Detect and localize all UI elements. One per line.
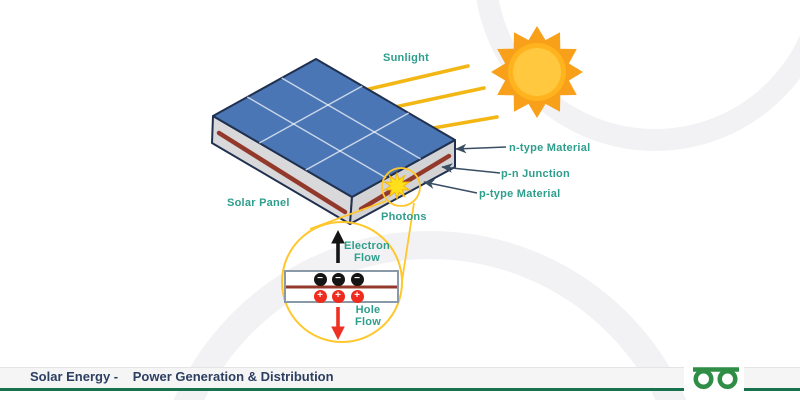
footer-title-prefix: Solar Energy -: [30, 369, 119, 384]
hole-flow-line2: Flow: [354, 316, 382, 328]
photons-label: Photons: [381, 211, 427, 223]
footer-title: Solar Energy - Power Generation & Distri…: [30, 369, 334, 384]
gfg-logo-icon: [693, 367, 739, 389]
hole-dot: +: [350, 289, 364, 303]
background-swoosh: [476, 0, 800, 151]
hole-dot: +: [313, 289, 327, 303]
solar-panel-label: Solar Panel: [227, 197, 290, 209]
solar-panel-graphic: [211, 58, 456, 225]
panel-grid-lines: [246, 77, 422, 179]
background-swoosh: [173, 231, 687, 400]
sun-icon: [491, 26, 583, 118]
panel-top-face: [212, 58, 456, 198]
photon-highlight-circle: [381, 167, 421, 207]
electron-dot: −: [350, 272, 364, 286]
hole-flow-line1: Hole: [355, 304, 381, 316]
hole-flow-arrow: [331, 307, 345, 340]
electron-flow-line2: Flow: [353, 252, 381, 264]
footer-accent-line: [0, 388, 800, 391]
magnifier-circle: [281, 167, 421, 343]
p-type-material-label: p-type Material: [479, 188, 561, 200]
electron-flow-label: Electron Flow: [344, 240, 390, 264]
electron-dot: −: [313, 272, 327, 286]
pn-junction-label: p-n Junction: [501, 168, 570, 180]
hole-flow-label: Hole Flow: [348, 304, 388, 328]
electron-dot: −: [331, 272, 345, 286]
pn-junction-stripe-left: [216, 130, 348, 215]
geeksforgeeks-logo: [684, 358, 744, 396]
hole-dot: +: [331, 289, 345, 303]
n-type-material-label: n-type Material: [509, 142, 591, 154]
footer-strip: [0, 367, 800, 389]
label-leader-lines: [423, 143, 507, 194]
photon-icon: [382, 171, 412, 201]
electron-flow-line1: Electron: [344, 240, 391, 252]
footer-title-main: Power Generation & Distribution: [132, 369, 334, 384]
zoom-lens-circle: [281, 221, 403, 343]
electron-flow-arrow: [331, 230, 345, 263]
sunlight-label: Sunlight: [383, 52, 429, 64]
